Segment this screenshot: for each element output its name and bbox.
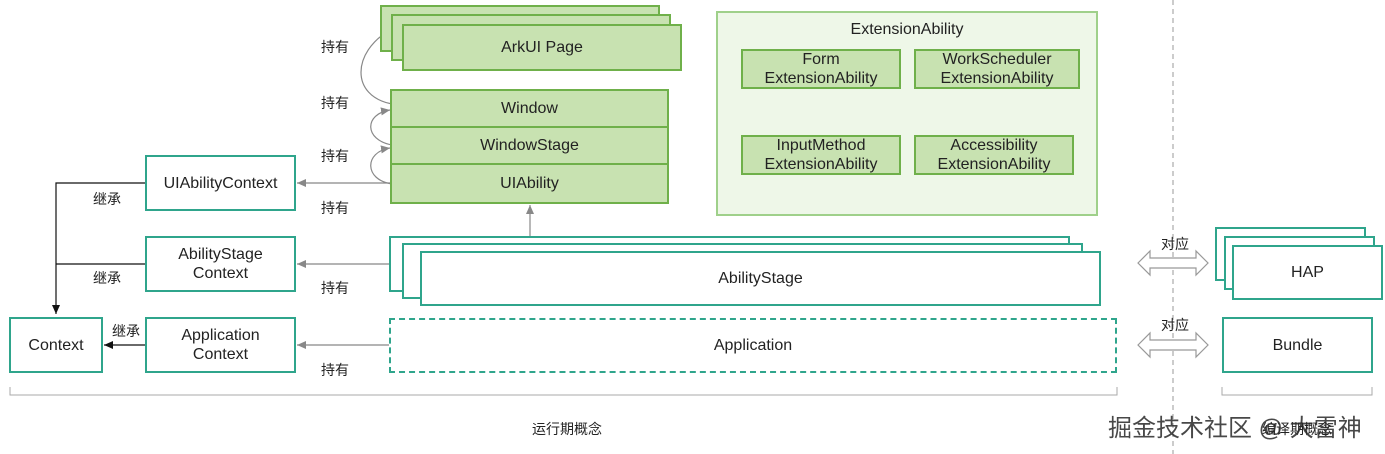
hold-label-abilitystage-context: 持有 (321, 280, 349, 296)
extension-item-accessibility: Accessibility ExtensionAbility (914, 135, 1074, 175)
extension-item-form: Form ExtensionAbility (741, 49, 901, 89)
window-box: Window (390, 89, 669, 128)
extension-ability-group: ExtensionAbility (716, 11, 1098, 216)
hold-label-window: 持有 (321, 95, 349, 111)
runtime-concept-label: 运行期概念 (532, 421, 602, 437)
hold-arrow-window-to-page (360, 29, 393, 105)
uiability-box: UIAbility (390, 163, 669, 204)
inherit-line-uiability (52, 182, 146, 314)
bundle-label: Bundle (1272, 336, 1323, 354)
runtime-brace (9, 387, 1118, 396)
hold-arrow-stage-to-window (370, 107, 393, 146)
uiability-label: UIAbility (500, 175, 559, 192)
window-label: Window (501, 100, 558, 117)
context-box: Context (9, 317, 103, 373)
uiability-context-box: UIAbilityContext (145, 155, 296, 211)
window-stage-box: WindowStage (390, 126, 669, 165)
hap-label: HAP (1291, 264, 1324, 281)
ability-stage-label: AbilityStage (718, 270, 803, 287)
uiability-context-label: UIAbilityContext (163, 174, 278, 192)
ability-stage-context-box: AbilityStage Context (145, 236, 296, 292)
hold-label-page: 持有 (321, 39, 349, 55)
context-label: Context (28, 336, 84, 354)
package-brace (1221, 387, 1373, 396)
hold-arrow-uiability-to-stage (370, 145, 393, 185)
application-context-box: Application Context (145, 317, 296, 373)
hap-box: HAP (1232, 245, 1383, 300)
arkui-page-label: ArkUI Page (501, 39, 583, 56)
correspond-label-bundle: 对应 (1161, 317, 1189, 333)
correspond-label-hap: 对应 (1161, 236, 1189, 252)
hold-label-application-context: 持有 (321, 362, 349, 378)
bundle-box: Bundle (1222, 317, 1373, 373)
inherit-label-uiability: 继承 (93, 191, 121, 207)
double-arrow-bundle (1137, 331, 1209, 359)
package-concept-label: 编译期概念 (1262, 421, 1332, 437)
application-box: Application (389, 318, 1117, 373)
window-stage-label: WindowStage (480, 137, 579, 154)
inherit-label-abilitystage: 继承 (93, 270, 121, 286)
application-context-label: Application Context (181, 327, 260, 363)
extension-item-workscheduler: WorkScheduler ExtensionAbility (914, 49, 1080, 89)
extension-ability-title: ExtensionAbility (850, 21, 964, 38)
application-label: Application (713, 337, 793, 354)
arkui-page-box: ArkUI Page (402, 24, 682, 71)
ability-stage-box: AbilityStage (420, 251, 1101, 306)
extension-item-inputmethod: InputMethod ExtensionAbility (741, 135, 901, 175)
inherit-label-application: 继承 (112, 323, 140, 339)
hold-label-uiability-context: 持有 (321, 200, 349, 216)
watermark: 掘金技术社区 @ 大雷神 (1108, 415, 1362, 442)
double-arrow-hap (1137, 249, 1209, 277)
hold-label-window-stage: 持有 (321, 148, 349, 164)
ability-stage-context-label: AbilityStage Context (178, 246, 263, 282)
